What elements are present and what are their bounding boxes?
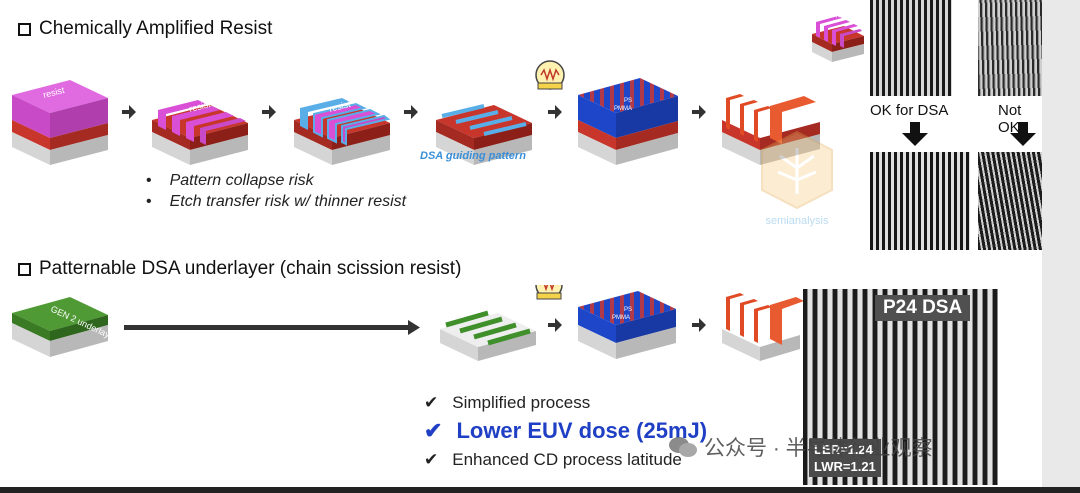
bullet-item: Pattern collapse risk [146, 170, 406, 191]
section1-heading: Chemically Amplified Resist [18, 18, 272, 40]
ps-label-3: PS [624, 307, 632, 313]
wechat-icon [669, 437, 697, 457]
checkmark-icon: ✔ [424, 393, 439, 412]
wechat-watermark: 公众号 · 半导体行业观察 [668, 432, 933, 462]
p24-dsa-sem-image: P24 DSA LER=1.24 LWR=1.21 [803, 289, 998, 485]
checkbox-square-icon [18, 22, 31, 36]
anneal-lamp-icon [535, 60, 565, 90]
flow-arrow-7 [692, 318, 706, 332]
right-margin-band [1042, 0, 1080, 487]
step4-guiding-pattern [436, 104, 532, 165]
sem-comparison-panel: OK for DSA Not OK [868, 0, 1042, 252]
section2-heading: Patternable DSA underlayer (chain scissi… [18, 258, 461, 280]
step6-ps-lines: PS [722, 76, 820, 165]
check-text: Enhanced CD process latitude [452, 450, 682, 469]
section1-bullets: Pattern collapse risk Etch transfer risk… [146, 170, 407, 212]
down-arrow-icon [1010, 122, 1036, 146]
ler-value: LER=1.24 [814, 442, 873, 457]
green-guiding-pattern [440, 310, 536, 361]
bullet-item: Etch transfer risk w/ thinner resist [146, 191, 407, 212]
semianalysis-logo: semianalysis [761, 130, 833, 227]
section2-process-diagram: GEN 2 underlayer PS PMMA PS [12, 285, 804, 361]
sem-image-notok-after [978, 152, 1042, 250]
sem-image-ok-before [870, 0, 952, 96]
flow-arrow-1 [122, 105, 136, 119]
check-text: Lower EUV dose (25mJ) [456, 418, 708, 443]
check-item-latitude: ✔ Enhanced CD process latitude [424, 446, 707, 473]
anneal-lamp-icon-2 [535, 285, 563, 300]
step1-resist-block: resist [12, 80, 108, 165]
flow-arrow-3 [404, 105, 418, 119]
step3-coated-resist: resist [294, 98, 391, 165]
sem-image-ok-after [870, 152, 970, 250]
section1-process-diagram: resist resist resist [12, 60, 820, 165]
p24-dsa-label: P24 DSA [875, 295, 971, 321]
flow-arrow-6 [548, 318, 562, 332]
resist-thumbnail: resist [812, 11, 864, 62]
sem-image-notok-before [978, 0, 1042, 96]
check-item-dose: ✔ Lower EUV dose (25mJ) [424, 416, 707, 446]
step5-ps-pmma-block: PS PMMA [578, 78, 678, 165]
checkmark-icon: ✔ [424, 450, 439, 469]
not-ok-label: Not OK [998, 102, 1022, 136]
checkmark-icon: ✔ [424, 418, 443, 443]
check-text: Simplified process [452, 393, 591, 412]
pmma-label-1: PMMA [614, 106, 632, 112]
ok-for-dsa-label: OK for DSA [870, 102, 949, 119]
long-flow-arrow [124, 320, 420, 335]
checkbox-square-icon [18, 262, 31, 276]
section1-heading-text: Chemically Amplified Resist [39, 18, 273, 39]
section2-heading-text: Patternable DSA underlayer (chain scissi… [39, 258, 462, 279]
section2-checklist: ✔ Simplified process ✔ Lower EUV dose (2… [424, 389, 707, 473]
gen2-underlayer-block: GEN 2 underlayer [12, 297, 119, 357]
flow-arrow-2 [262, 105, 276, 119]
ps-label-1: PS [624, 98, 632, 104]
wechat-watermark-text: 公众号 · 半导体行业观察 [704, 437, 933, 460]
step-ps-pmma-block-2: PS PMMA [578, 291, 676, 359]
resist-label-thumb: resist [835, 11, 851, 20]
dsa-guiding-pattern-tag: DSA guiding pattern [420, 150, 526, 162]
step-ps-lines-2: PS [722, 293, 804, 361]
down-arrow-icon [902, 122, 928, 146]
flow-arrow-4 [548, 105, 562, 119]
check-item-simplified: ✔ Simplified process [424, 389, 707, 416]
semianalysis-logo-text: semianalysis [766, 215, 829, 227]
roughness-metrics: LER=1.24 LWR=1.21 [809, 439, 881, 477]
ps-label-2: PS [760, 76, 768, 82]
step2-patterned-resist: resist [152, 99, 248, 165]
lwr-value: LWR=1.21 [814, 459, 876, 474]
flow-arrow-5 [692, 105, 706, 119]
bottom-bar [0, 487, 1080, 493]
pmma-label-2: PMMA [612, 315, 630, 321]
